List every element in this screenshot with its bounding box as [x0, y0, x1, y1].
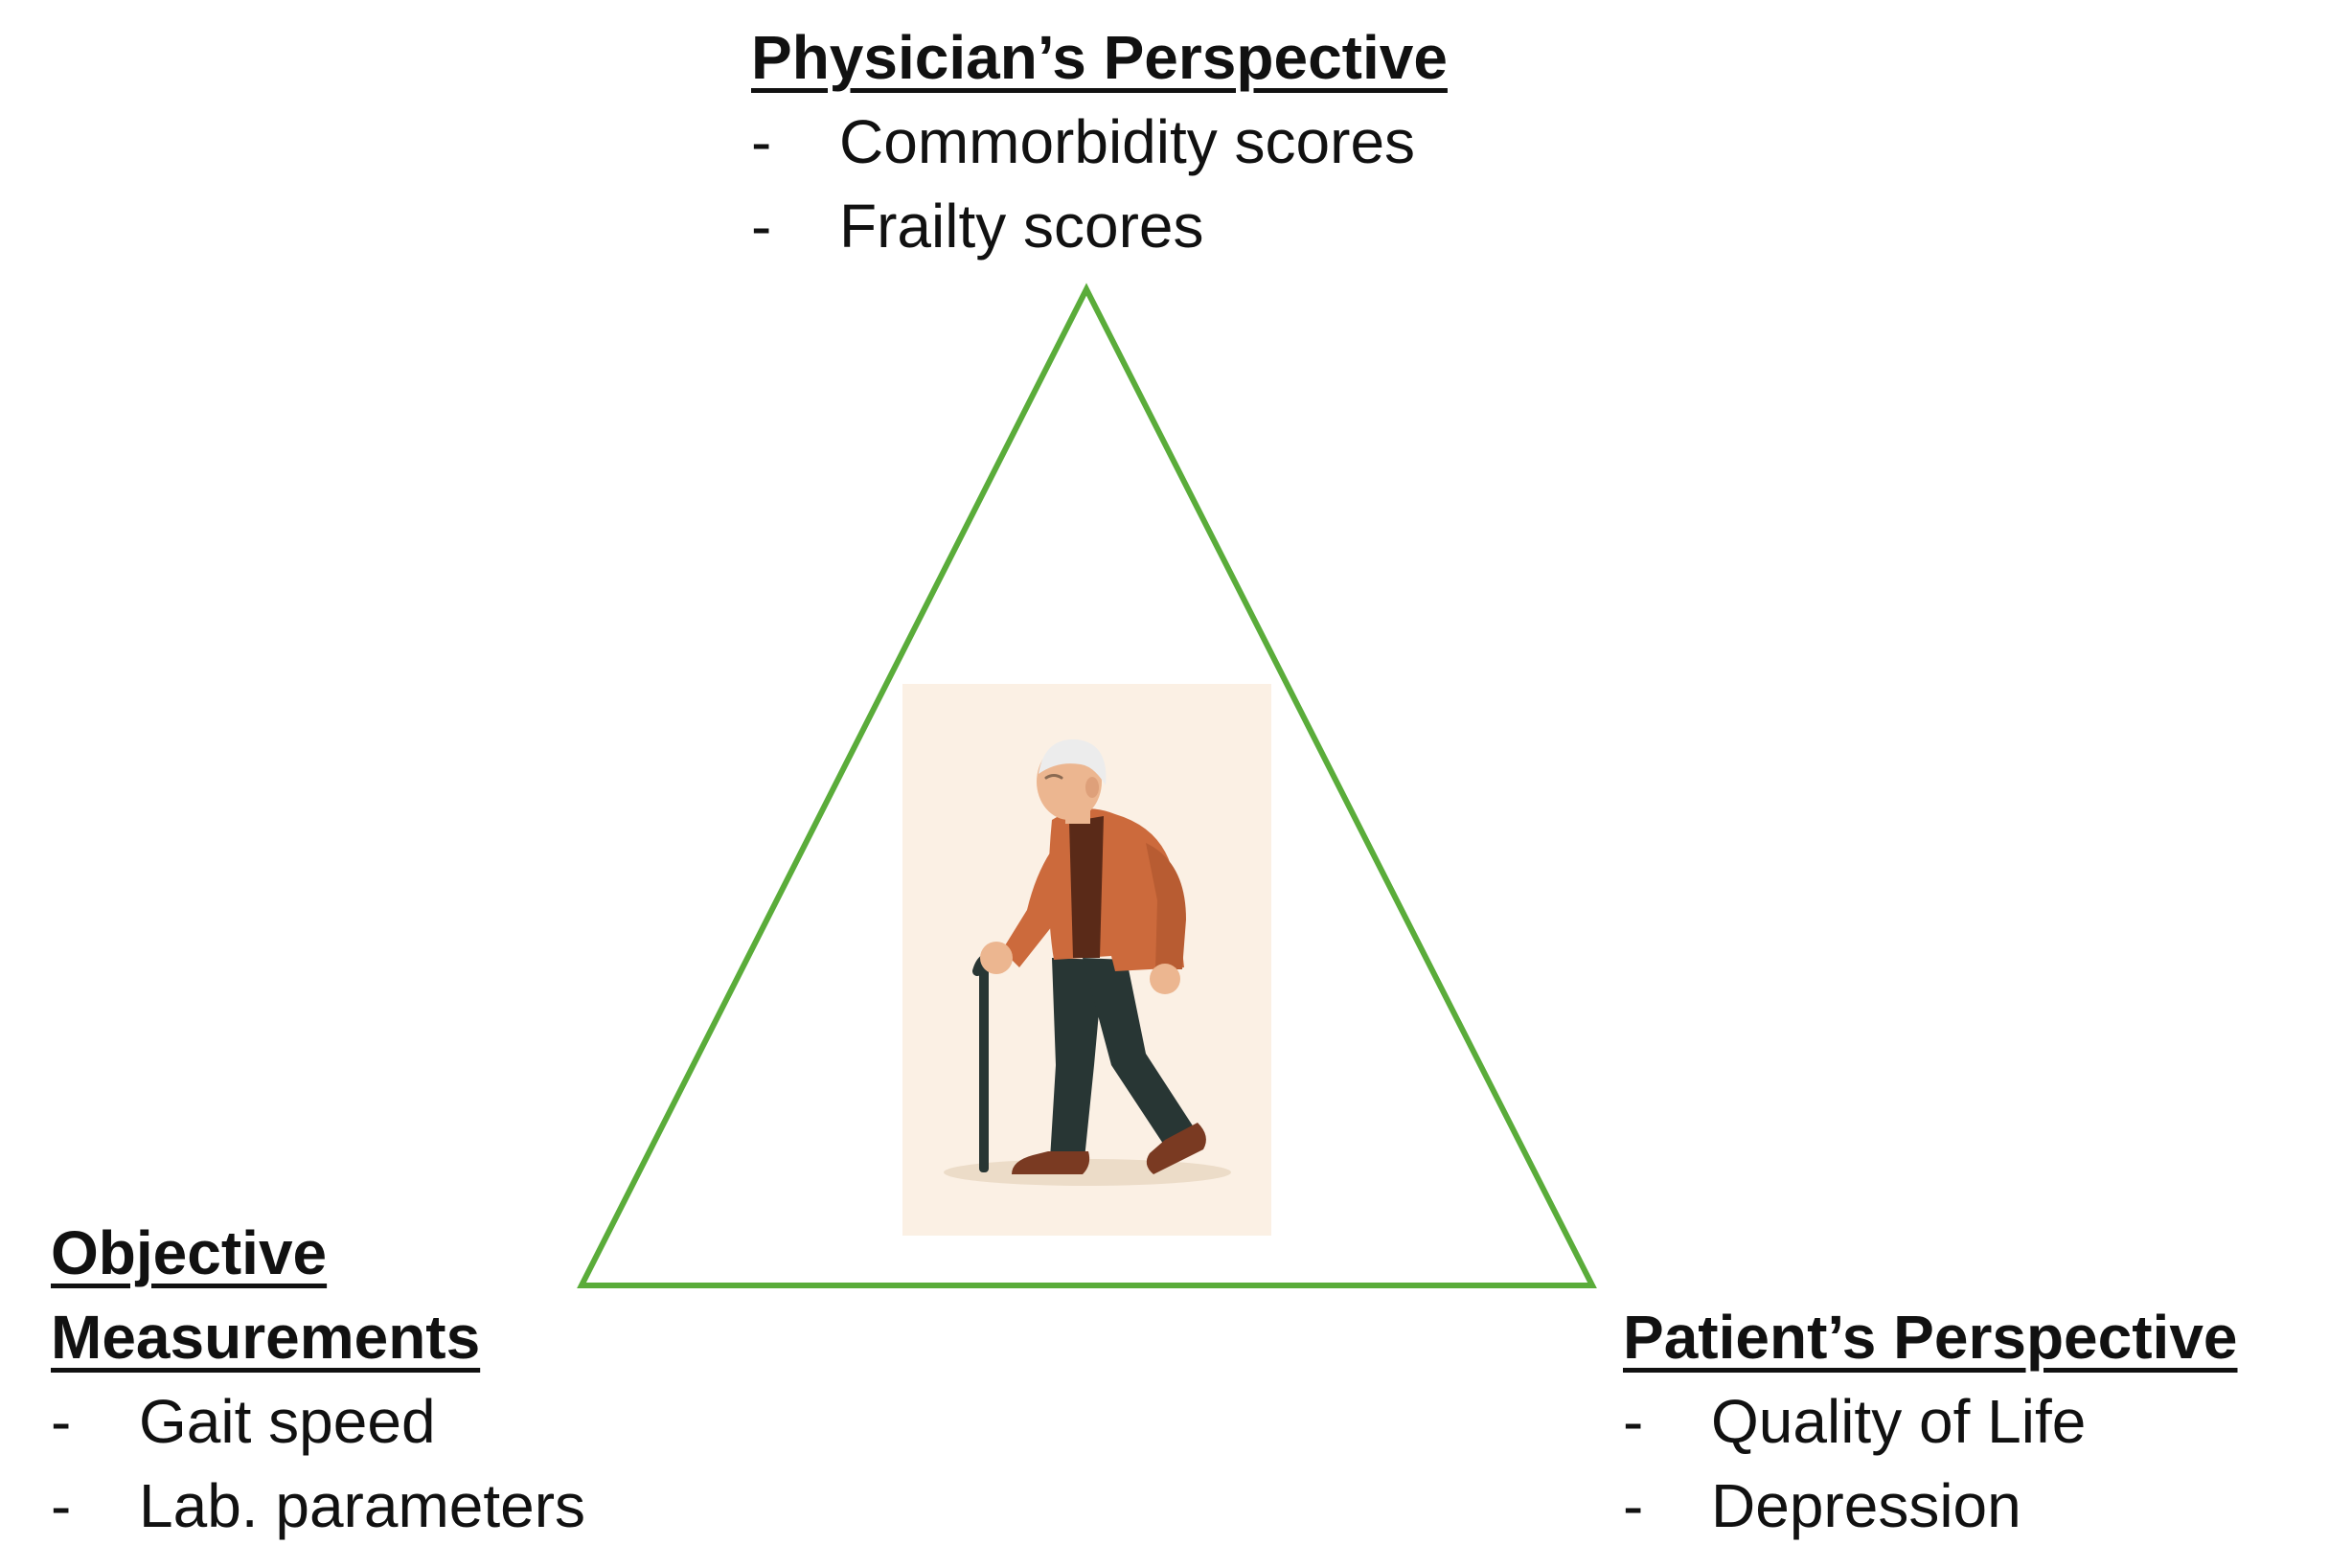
list-item: - Depression — [1623, 1464, 2238, 1548]
cane-icon — [979, 967, 989, 1172]
list-marker: - — [51, 1387, 72, 1456]
list-item: - Lab. parameters — [51, 1464, 585, 1548]
back-shoe — [1012, 1151, 1090, 1174]
objective-measurements-block: Objective Measurements - Gait speed - La… — [51, 1211, 585, 1548]
front-arm — [1002, 835, 1063, 967]
shirt — [1069, 816, 1104, 958]
list-item-text: Commorbidity scores — [839, 107, 1416, 176]
list-item-text: Frailty scores — [839, 192, 1204, 261]
list-marker: - — [751, 192, 772, 261]
list-item-text: Lab. parameters — [139, 1471, 586, 1540]
patients-perspective-block: Patient’s Perspective - Quality of Life … — [1623, 1295, 2238, 1548]
objective-measurements-list: - Gait speed - Lab. parameters — [51, 1379, 585, 1548]
front-leg — [1083, 958, 1196, 1149]
back-hand — [1150, 964, 1180, 994]
list-item: - Quality of Life — [1623, 1379, 2238, 1464]
hair — [1039, 739, 1107, 785]
list-marker: - — [1623, 1471, 1644, 1540]
list-marker: - — [1623, 1387, 1644, 1456]
objective-measurements-heading-line2: Measurements — [51, 1303, 481, 1372]
back-arm — [1146, 843, 1186, 969]
triangle-outline — [577, 283, 1597, 1288]
elderly-person-illustration — [902, 684, 1271, 1236]
list-item: - Commorbidity scores — [751, 100, 1448, 184]
objective-measurements-heading-line1: Objective — [51, 1218, 328, 1287]
list-marker: - — [51, 1471, 72, 1540]
front-shoe — [1146, 1123, 1206, 1174]
eye-brow — [1044, 774, 1063, 780]
list-item-text: Gait speed — [139, 1387, 436, 1456]
list-item-text: Depression — [1711, 1471, 2021, 1540]
list-item: - Frailty scores — [751, 184, 1448, 268]
patients-perspective-heading: Patient’s Perspective — [1623, 1303, 2238, 1372]
list-item: - Gait speed — [51, 1379, 585, 1464]
front-hand — [980, 942, 1013, 974]
ear — [1085, 777, 1099, 798]
patients-perspective-list: - Quality of Life - Depression — [1623, 1379, 2238, 1548]
list-item-text: Quality of Life — [1711, 1387, 2087, 1456]
list-marker: - — [751, 107, 772, 176]
physicians-perspective-list: - Commorbidity scores - Frailty scores — [751, 100, 1448, 268]
back-leg — [1050, 958, 1104, 1159]
physicians-perspective-block: Physician’s Perspective - Commorbidity s… — [751, 15, 1448, 268]
physicians-perspective-heading: Physician’s Perspective — [751, 23, 1448, 92]
